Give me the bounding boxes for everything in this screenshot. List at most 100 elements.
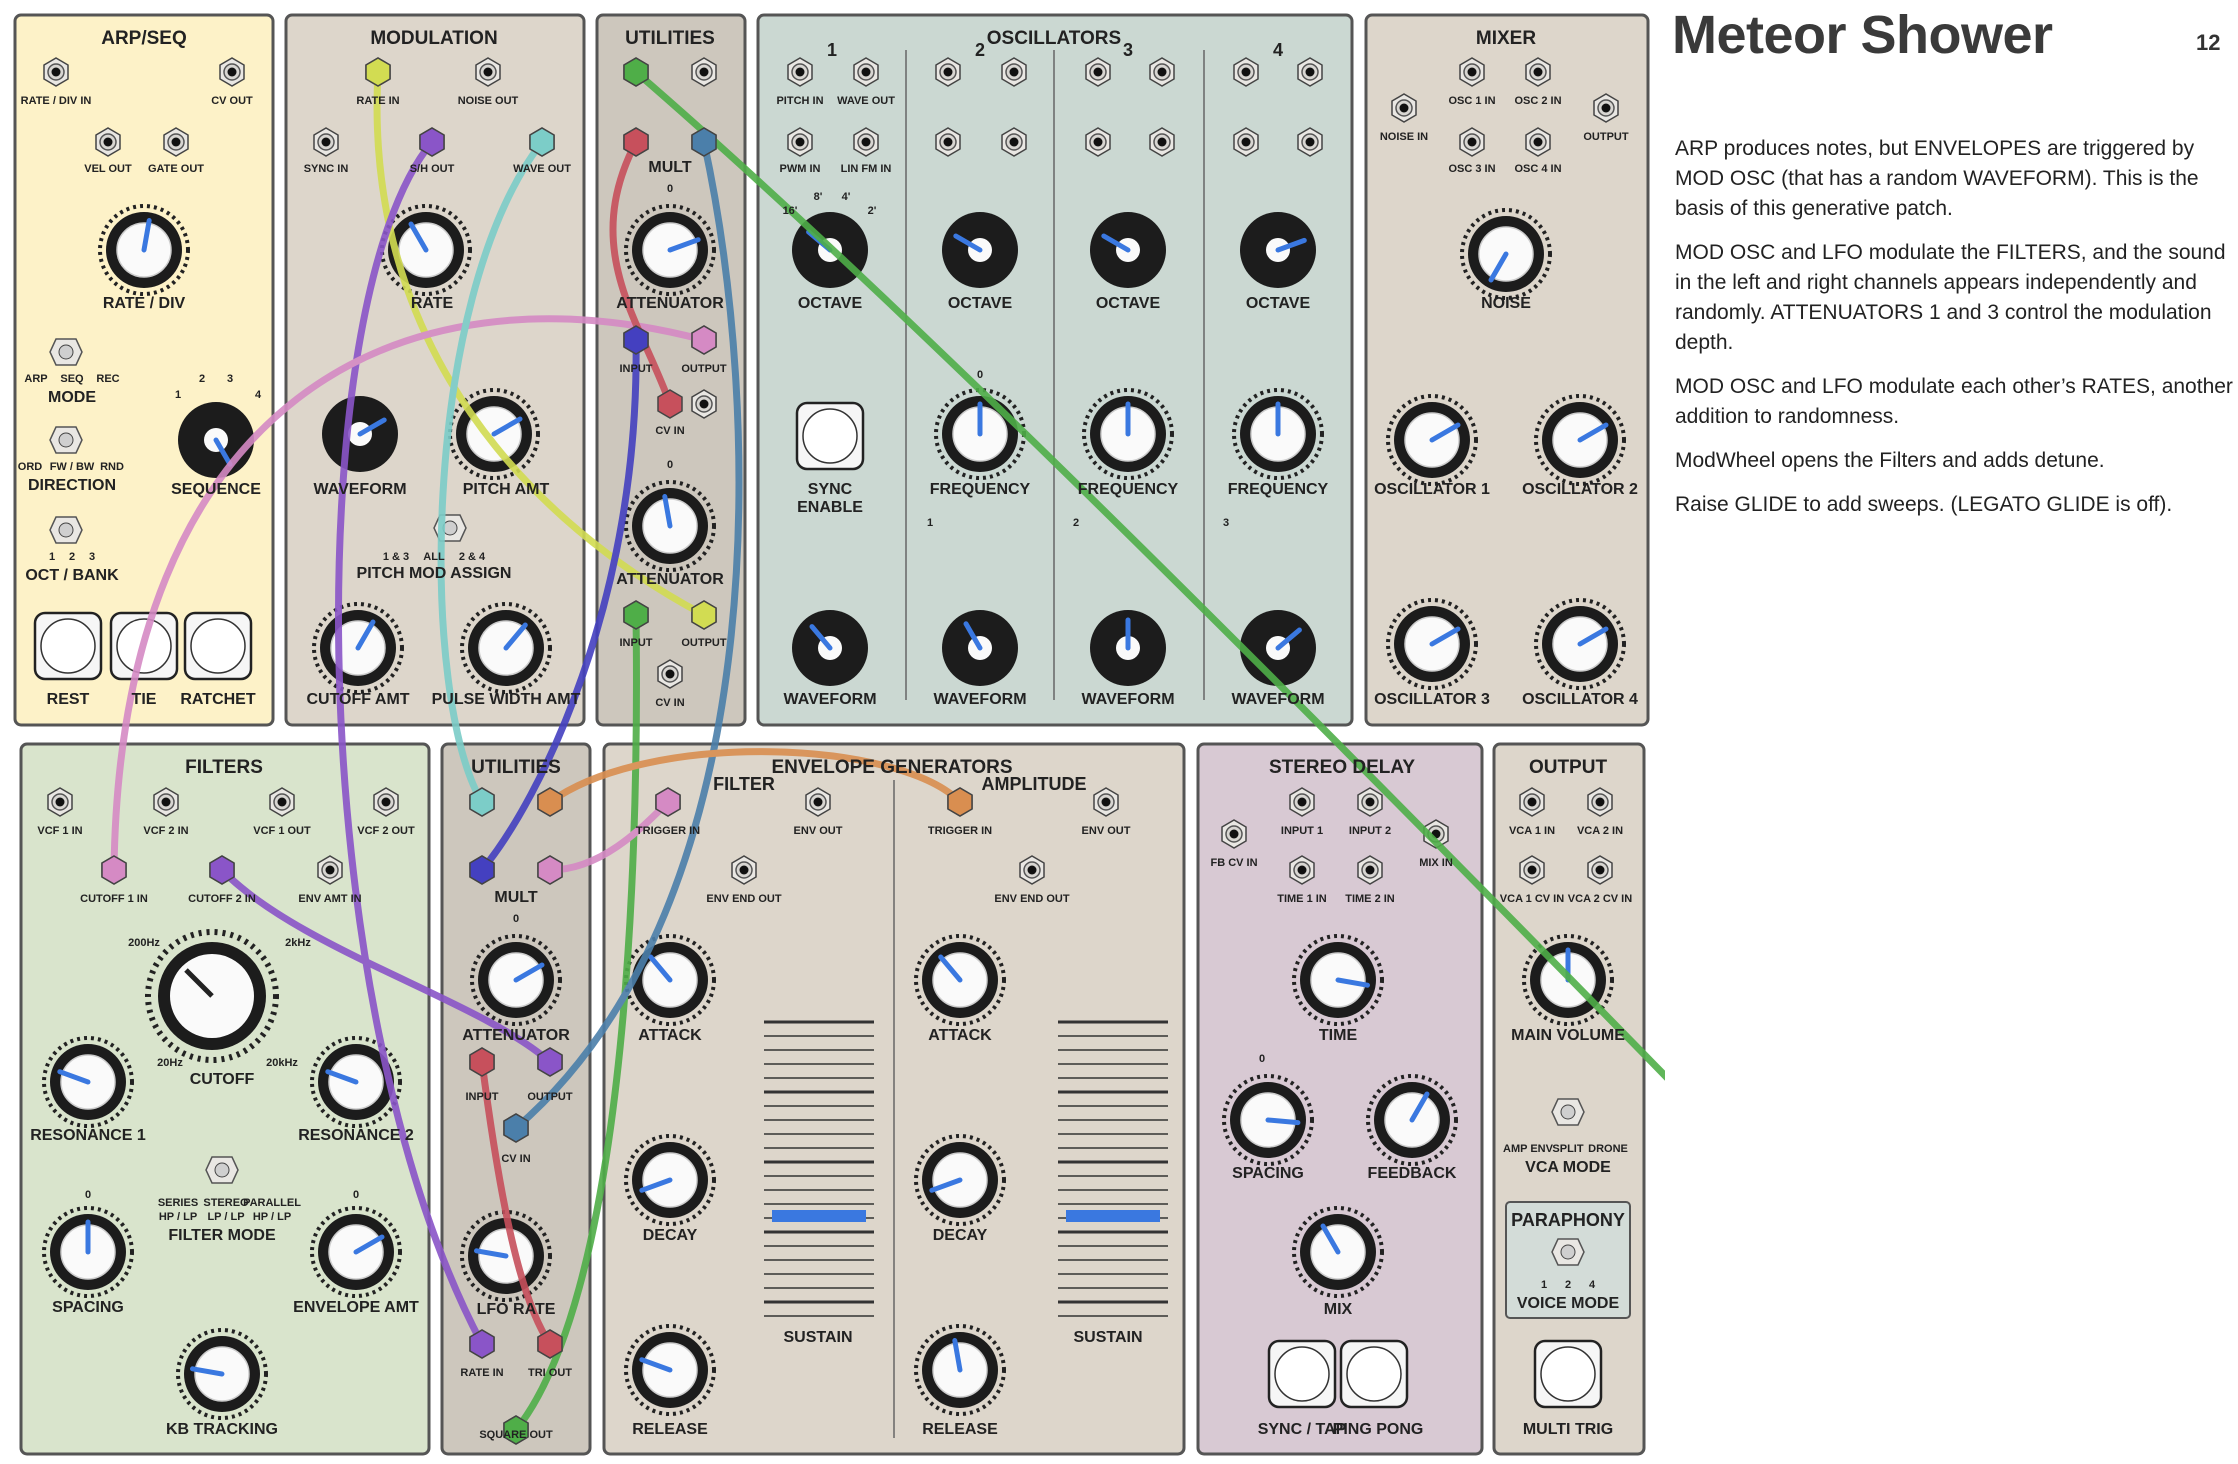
toggle-switch[interactable] <box>49 516 83 544</box>
patch-jack[interactable] <box>219 57 245 87</box>
cable-plug[interactable] <box>537 787 563 817</box>
patch-jack[interactable] <box>853 127 879 157</box>
sustain-slider[interactable] <box>1058 1020 1168 1317</box>
patch-cable[interactable] <box>512 138 743 1132</box>
cable-plug[interactable] <box>691 325 717 355</box>
knob[interactable] <box>1240 610 1316 686</box>
patch-jack[interactable] <box>1149 127 1175 157</box>
sustain-slider[interactable] <box>764 1020 874 1317</box>
knob[interactable] <box>624 934 716 1026</box>
knob[interactable] <box>942 610 1018 686</box>
patch-cable[interactable] <box>373 68 708 619</box>
knob[interactable] <box>98 204 190 296</box>
knob[interactable] <box>1460 208 1552 300</box>
patch-jack[interactable] <box>657 659 683 689</box>
cable-plug[interactable] <box>469 1047 495 1077</box>
patch-jack[interactable] <box>1233 127 1259 157</box>
knob[interactable] <box>1534 394 1626 486</box>
cable-plug[interactable] <box>419 127 445 157</box>
patch-jack[interactable] <box>1357 855 1383 885</box>
patch-jack[interactable] <box>805 787 831 817</box>
patch-cable[interactable] <box>546 748 964 806</box>
knob[interactable] <box>1090 212 1166 288</box>
patch-jack[interactable] <box>1587 855 1613 885</box>
knob[interactable] <box>1292 934 1384 1026</box>
patch-cable[interactable] <box>218 866 554 1066</box>
patch-cable[interactable] <box>335 138 486 1348</box>
patch-jack[interactable] <box>1525 127 1551 157</box>
patch-jack[interactable] <box>1085 57 1111 87</box>
cable-plug[interactable] <box>365 57 391 87</box>
patch-jack[interactable] <box>1519 787 1545 817</box>
push-button[interactable] <box>795 401 865 471</box>
cable-plug[interactable] <box>503 1415 529 1445</box>
knob[interactable] <box>42 1206 134 1298</box>
knob[interactable] <box>934 388 1026 480</box>
toggle-switch[interactable] <box>49 426 83 454</box>
patch-cable[interactable] <box>632 68 1665 1206</box>
patch-jack[interactable] <box>1221 819 1247 849</box>
push-button[interactable] <box>1267 1339 1337 1409</box>
push-button[interactable] <box>183 611 253 681</box>
patch-jack[interactable] <box>1297 57 1323 87</box>
knob[interactable] <box>310 1036 402 1128</box>
patch-cable[interactable] <box>478 1058 554 1348</box>
patch-cable[interactable] <box>437 138 546 806</box>
cable-plug[interactable] <box>469 787 495 817</box>
knob[interactable] <box>312 602 404 694</box>
cable-plug[interactable] <box>469 855 495 885</box>
toggle-switch[interactable] <box>1551 1098 1585 1126</box>
toggle-switch[interactable] <box>1551 1238 1585 1266</box>
patch-jack[interactable] <box>787 57 813 87</box>
patch-jack[interactable] <box>1519 855 1545 885</box>
patch-cable[interactable] <box>546 798 672 874</box>
knob[interactable] <box>624 1134 716 1226</box>
cable-plug[interactable] <box>947 787 973 817</box>
patch-jack[interactable] <box>935 57 961 87</box>
cable-plug[interactable] <box>623 57 649 87</box>
patch-jack[interactable] <box>1001 127 1027 157</box>
knob[interactable] <box>322 396 398 472</box>
patch-jack[interactable] <box>731 855 757 885</box>
patch-cable[interactable] <box>512 611 640 1434</box>
patch-jack[interactable] <box>1587 787 1613 817</box>
patch-jack[interactable] <box>1289 787 1315 817</box>
cable-plug[interactable] <box>691 127 717 157</box>
patch-jack[interactable] <box>1297 127 1323 157</box>
patch-jack[interactable] <box>1085 127 1111 157</box>
knob[interactable] <box>448 388 540 480</box>
patch-jack[interactable] <box>1459 57 1485 87</box>
patch-jack[interactable] <box>153 787 179 817</box>
patch-jack[interactable] <box>1593 93 1619 123</box>
knob[interactable] <box>792 610 868 686</box>
cable-plug[interactable] <box>623 325 649 355</box>
knob[interactable] <box>1386 598 1478 690</box>
cable-plug[interactable] <box>537 855 563 885</box>
patch-jack[interactable] <box>43 57 69 87</box>
patch-jack[interactable] <box>1093 787 1119 817</box>
knob[interactable] <box>624 480 716 572</box>
cable-plug[interactable] <box>655 787 681 817</box>
patch-jack[interactable] <box>1001 57 1027 87</box>
cable-plug[interactable] <box>623 127 649 157</box>
patch-jack[interactable] <box>1459 127 1485 157</box>
patch-jack[interactable] <box>1019 855 1045 885</box>
patch-jack[interactable] <box>95 127 121 157</box>
knob[interactable] <box>1090 610 1166 686</box>
patch-jack[interactable] <box>935 127 961 157</box>
knob[interactable] <box>914 1134 1006 1226</box>
cutoff-knob[interactable] <box>145 929 279 1063</box>
knob[interactable] <box>914 1324 1006 1416</box>
patch-jack[interactable] <box>1525 57 1551 87</box>
patch-jack[interactable] <box>1149 57 1175 87</box>
knob[interactable] <box>178 402 254 478</box>
knob[interactable] <box>310 1206 402 1298</box>
knob[interactable] <box>460 1210 552 1302</box>
push-button[interactable] <box>1339 1339 1409 1409</box>
patch-jack[interactable] <box>317 855 343 885</box>
knob[interactable] <box>1240 212 1316 288</box>
knob[interactable] <box>942 212 1018 288</box>
patch-jack[interactable] <box>269 787 295 817</box>
knob[interactable] <box>380 204 472 296</box>
knob[interactable] <box>1386 394 1478 486</box>
